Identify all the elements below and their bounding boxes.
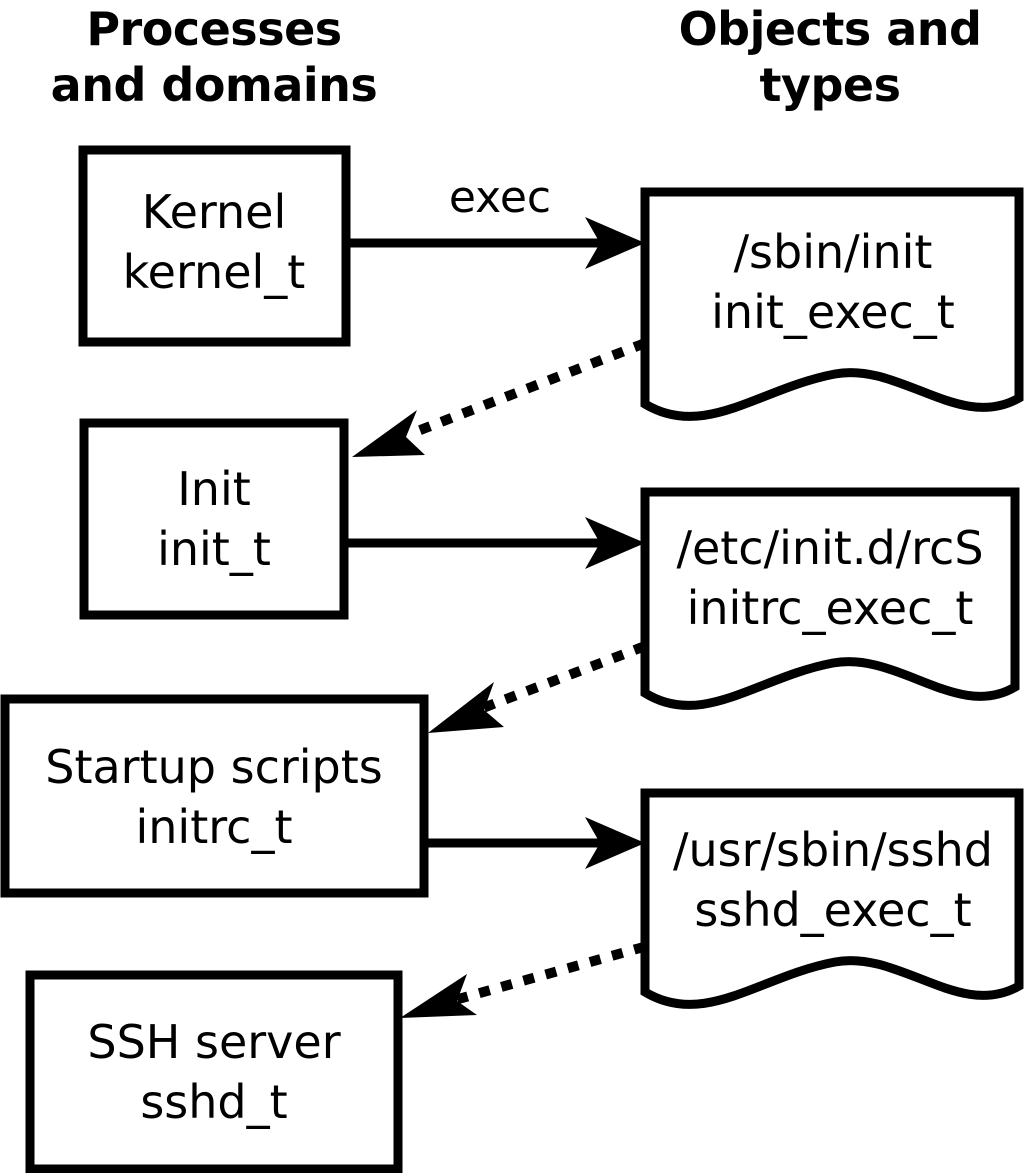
process-node-initrc-line2: initrc_t	[136, 800, 293, 854]
column-header-processes-line2: and domains	[51, 58, 378, 112]
process-node-sshd-box	[25, 970, 403, 1173]
object-node-initrc-exec-shape	[640, 487, 1020, 710]
process-node-kernel-line1: Kernel	[142, 185, 287, 239]
process-node-sshd[interactable]: SSH server sshd_t	[25, 970, 403, 1173]
edge-init-to-initrc-exec	[344, 517, 645, 569]
process-node-initrc-box	[0, 694, 429, 898]
edge-initrc-exec-to-initrc	[428, 641, 647, 733]
process-node-kernel-box	[78, 145, 351, 347]
object-node-initrc-exec-line2: initrc_exec_t	[687, 581, 974, 635]
object-node-sshd-exec-line2: sshd_exec_t	[694, 883, 971, 937]
edge-initrc-exec-to-initrc-arrowhead	[428, 682, 504, 733]
edge-initrc-to-sshd-exec	[424, 817, 645, 869]
column-header-objects: Objects and types	[679, 2, 982, 112]
edge-init-to-initrc-exec-arrowhead	[585, 517, 645, 569]
column-header-objects-line1: Objects and	[679, 2, 982, 56]
process-node-sshd-line2: sshd_t	[140, 1075, 287, 1129]
edge-kernel-exec-init-exec-arrowhead	[585, 217, 645, 269]
edge-sshd-exec-to-sshd-line	[455, 941, 647, 1005]
process-node-kernel[interactable]: Kernel kernel_t	[78, 145, 351, 347]
edge-sshd-exec-to-sshd-arrowhead	[400, 974, 477, 1018]
process-node-init-line1: Init	[177, 462, 251, 516]
process-node-initrc-line1: Startup scripts	[45, 740, 383, 794]
edge-initrc-to-sshd-exec-arrowhead	[585, 817, 645, 869]
edge-init-exec-to-init	[352, 338, 647, 457]
edge-label-exec: exec	[449, 172, 551, 223]
object-node-init-exec-line1: /sbin/init	[734, 225, 933, 279]
object-node-init-exec-shape	[640, 187, 1024, 421]
object-node-sshd-exec-line1: /usr/sbin/sshd	[673, 823, 993, 877]
edge-init-exec-to-init-arrowhead	[352, 410, 425, 457]
column-header-objects-line2: types	[760, 58, 901, 112]
object-node-init-exec-line2: init_exec_t	[711, 285, 955, 339]
edge-initrc-exec-to-initrc-line	[481, 641, 647, 713]
process-node-init[interactable]: Init init_t	[79, 418, 349, 620]
object-node-initrc-exec[interactable]: /etc/init.d/rcS initrc_exec_t	[640, 487, 1020, 710]
object-node-sshd-exec-shape	[640, 788, 1024, 1009]
process-node-initrc[interactable]: Startup scripts initrc_t	[0, 694, 429, 898]
column-header-processes: Processes and domains	[51, 2, 378, 112]
process-node-init-line2: init_t	[157, 522, 271, 576]
process-node-init-box	[79, 418, 349, 620]
process-node-sshd-line1: SSH server	[87, 1015, 340, 1069]
object-node-init-exec[interactable]: /sbin/init init_exec_t	[640, 187, 1024, 421]
edge-kernel-exec-init-exec: exec	[346, 172, 645, 269]
column-header-processes-line1: Processes	[86, 2, 341, 56]
object-node-initrc-exec-line1: /etc/init.d/rcS	[676, 521, 983, 575]
object-node-sshd-exec[interactable]: /usr/sbin/sshd sshd_exec_t	[640, 788, 1024, 1009]
edge-init-exec-to-init-line	[403, 338, 647, 441]
edge-sshd-exec-to-sshd	[400, 941, 647, 1018]
process-node-kernel-line2: kernel_t	[123, 245, 306, 299]
